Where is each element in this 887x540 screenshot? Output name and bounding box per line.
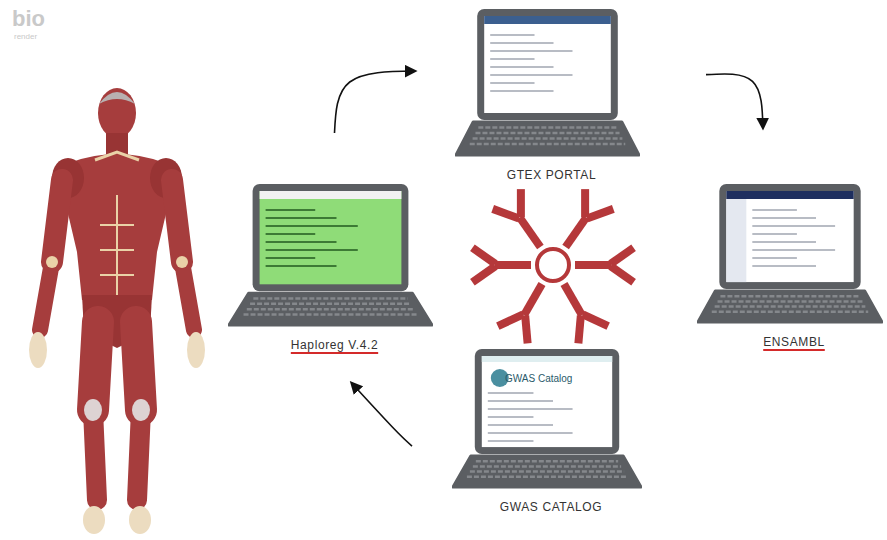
laptop-icon xyxy=(228,183,433,328)
laptop-node: GTEX PORTAL xyxy=(455,8,648,188)
curved-arrow xyxy=(352,383,412,446)
tool-label: GWAS CATALOG xyxy=(452,500,650,515)
watermark: render xyxy=(14,32,37,41)
laptop-icon xyxy=(455,8,640,158)
curved-arrow xyxy=(335,71,416,133)
antibody xyxy=(470,185,636,347)
laptop-node: ENSAMBL xyxy=(697,183,887,355)
curved-arrow xyxy=(706,74,763,128)
tool-label: ENSAMBL xyxy=(697,335,887,350)
laptop-icon xyxy=(697,183,883,325)
tool-label: GTEX PORTAL xyxy=(455,168,648,183)
screen-title: GWAS Catalog xyxy=(505,373,572,384)
watermark: bio xyxy=(12,6,45,32)
human-body xyxy=(29,88,205,534)
tool-label: Haploreg V.4.2 xyxy=(228,338,441,353)
laptop-icon xyxy=(452,348,642,490)
laptop-node: Haploreg V.4.2 xyxy=(228,183,441,358)
